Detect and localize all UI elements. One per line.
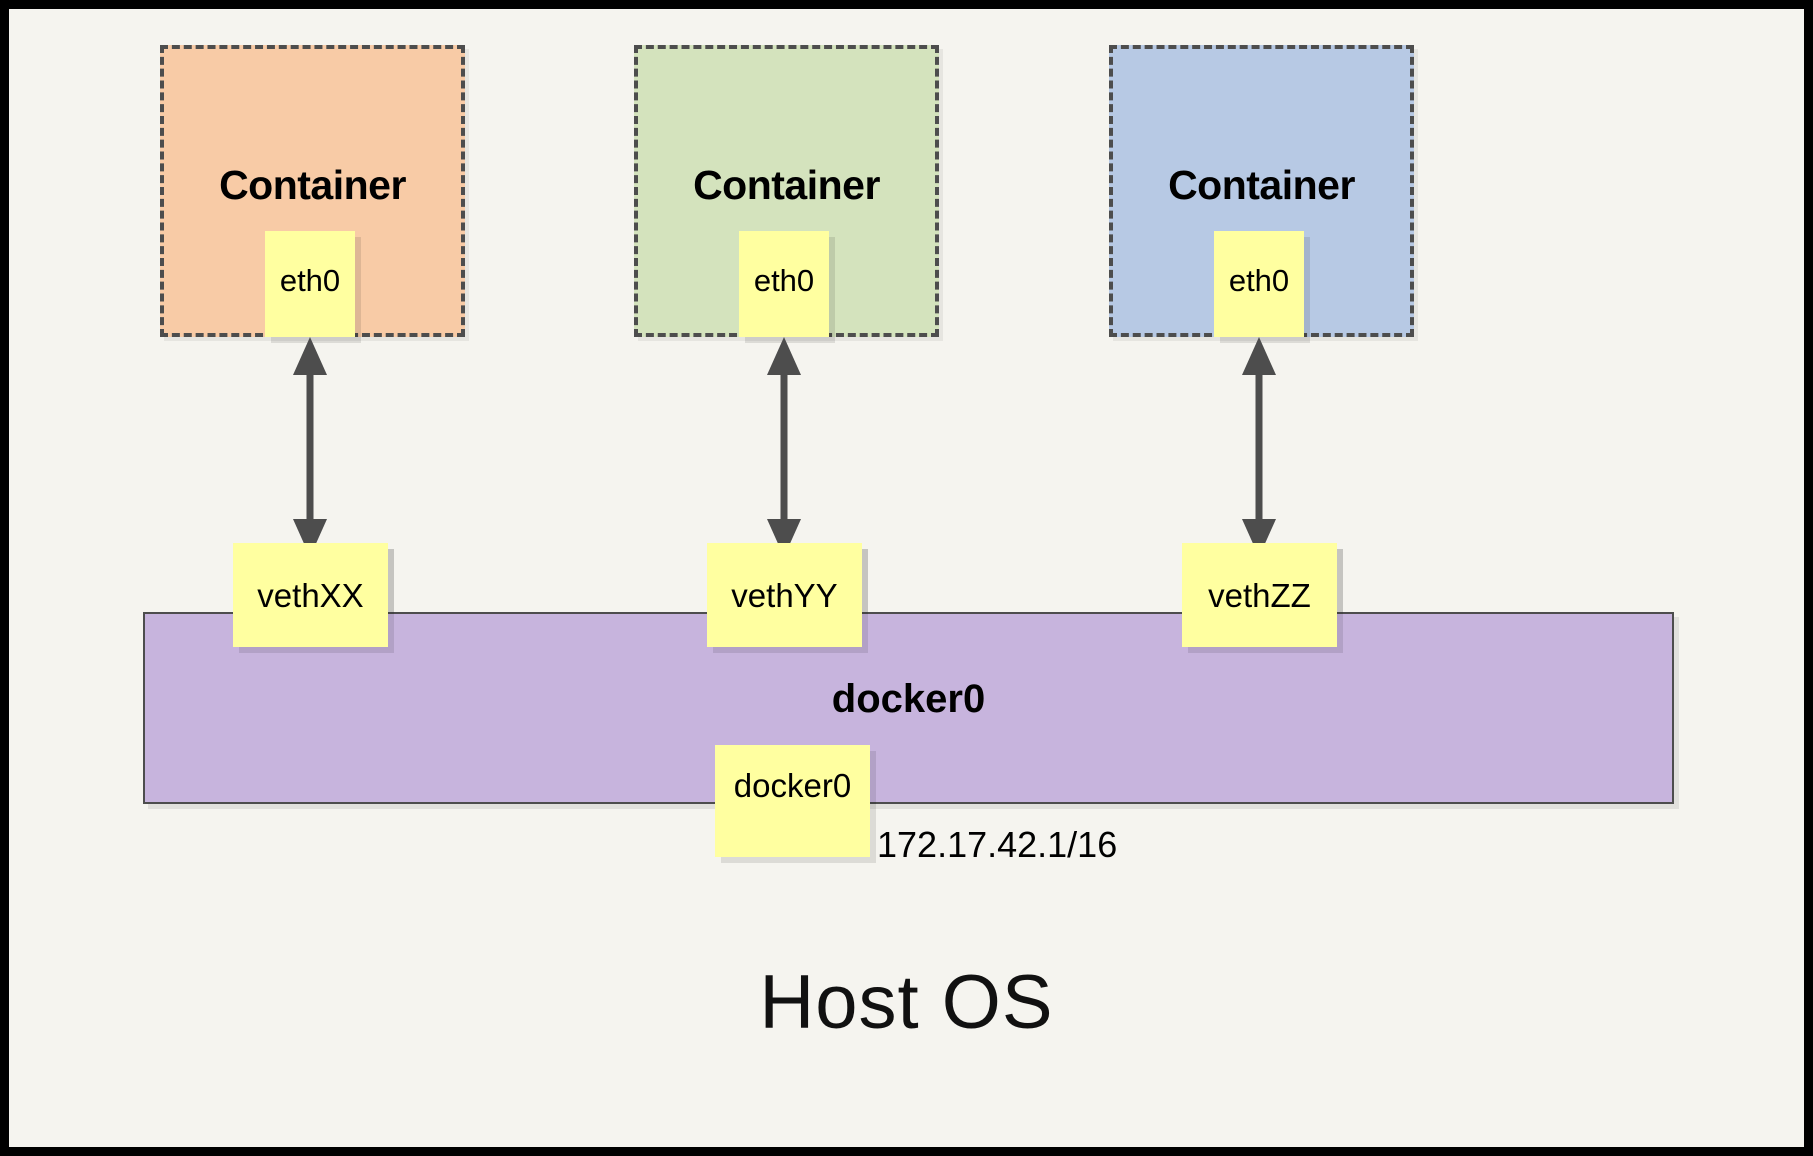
veth-label-2-overlay: vethYY <box>731 576 838 614</box>
eth0-label-3: eth0 <box>1228 263 1290 298</box>
docker0-interface-label: docker0 <box>733 767 852 804</box>
docker0-bridge-label: docker0 <box>831 677 986 721</box>
container-box-2: Container <box>634 45 939 337</box>
veth-note-3-overlay: vethZZ <box>1182 543 1337 647</box>
eth0-label-2: eth0 <box>753 263 815 298</box>
container-title-1: Container <box>219 162 406 208</box>
veth-link-arrow-3 <box>1242 337 1276 557</box>
diagram-stage: Container eth0 vethXX Container eth0 v <box>9 9 1804 1147</box>
veth-link-arrow-1 <box>293 337 327 557</box>
eth0-note-1: eth0 <box>265 231 355 337</box>
veth-link-arrow-2 <box>767 337 801 557</box>
docker0-ip-label: 172.17.42.1/16 <box>877 824 1118 865</box>
eth0-note-3: eth0 <box>1214 231 1304 337</box>
veth-label-3-overlay: vethZZ <box>1208 576 1311 614</box>
container-title-3: Container <box>1168 162 1355 208</box>
veth-label-1-overlay: vethXX <box>257 576 364 614</box>
veth-note-1-overlay: vethXX <box>233 543 388 647</box>
veth-note-2-overlay: vethYY <box>707 543 862 647</box>
docker0-bridge: docker0 <box>143 612 1674 804</box>
eth0-label-1: eth0 <box>279 263 341 298</box>
docker0-interface-note: docker0 <box>715 745 870 857</box>
container-title-2: Container <box>693 162 880 208</box>
eth0-note-2: eth0 <box>739 231 829 337</box>
host-os-label: Host OS <box>759 960 1054 1045</box>
